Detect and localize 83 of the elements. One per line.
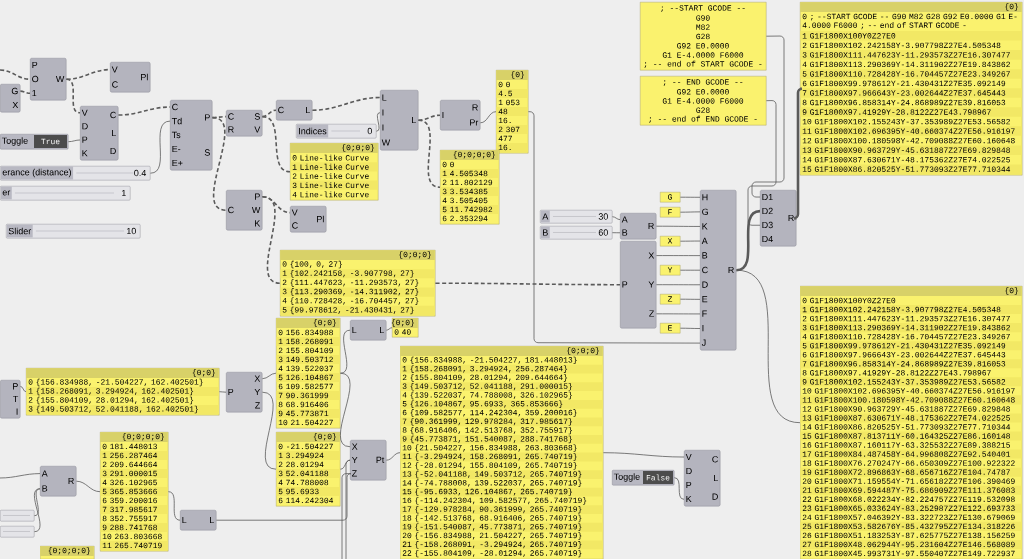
- wire: [262, 372, 277, 380]
- wire: [0, 69, 31, 80]
- wire: [751, 35, 785, 198]
- number-slider: Slider 10: [6, 224, 141, 239]
- component-box: V D P K C L D: [80, 106, 119, 161]
- wire: [216, 473, 352, 521]
- component-box: H G K A B C D E F I J R: [700, 190, 737, 351]
- wire: [33, 488, 41, 533]
- wire: [417, 119, 441, 188]
- component-box: V C Pl: [110, 62, 151, 93]
- wire: [20, 386, 27, 393]
- slider-bar: [0, 510, 35, 522]
- wire: [211, 116, 227, 211]
- component-box: A B R: [40, 466, 77, 497]
- component-box: C R S V: [226, 110, 263, 137]
- wire: [340, 329, 351, 374]
- component-box: C Td Ts E- E+ P S: [170, 100, 213, 171]
- wire: [434, 282, 621, 286]
- number-slider: A 30: [540, 210, 613, 224]
- wire: [261, 195, 281, 284]
- component-box: V D P K C L D: [684, 450, 721, 507]
- component-box: I R Pr: [440, 100, 481, 131]
- wire: [261, 115, 291, 173]
- wire: [656, 313, 701, 315]
- wire: [792, 87, 804, 220]
- wire: [612, 216, 621, 220]
- component-box: A B R: [620, 213, 657, 240]
- wire: [168, 491, 181, 521]
- slider-bar: [0, 526, 35, 538]
- component-box: P O 1 W: [30, 58, 67, 101]
- wire: [19, 90, 31, 95]
- wire: [65, 68, 111, 80]
- wire: [311, 96, 381, 111]
- wire: [736, 209, 761, 272]
- number-slider: er 1: [0, 186, 131, 201]
- component-box: L L: [350, 320, 387, 341]
- wire: [656, 284, 701, 286]
- wire: [219, 391, 227, 393]
- wire: [376, 112, 381, 132]
- wire: [417, 114, 441, 121]
- wire: [345, 459, 351, 559]
- number-slider: erance (distance) 0.4: [0, 166, 151, 181]
- wire: [261, 109, 277, 118]
- wire: [736, 269, 801, 424]
- wire: [480, 111, 497, 124]
- wire: [150, 120, 171, 174]
- component-box: X Y Z Pt: [350, 440, 387, 481]
- number-slider: Indices 0: [296, 124, 377, 139]
- wire: [674, 477, 685, 500]
- component-box: D1 D2 D3 D4 R: [760, 190, 797, 247]
- wire: [34, 488, 41, 517]
- component-box: P X Y Z: [620, 241, 657, 329]
- wire: [656, 225, 701, 227]
- component-box: V C Pl: [290, 206, 327, 233]
- wire: [262, 391, 277, 470]
- wire: [341, 473, 351, 559]
- wire: [76, 480, 101, 493]
- component-box: L L: [180, 510, 217, 531]
- wire: [386, 327, 393, 331]
- wire: [386, 452, 401, 461]
- wire: [680, 269, 701, 271]
- component-box: P T I: [0, 380, 21, 419]
- component-box: C P W K: [226, 190, 263, 231]
- wire: [680, 211, 701, 213]
- wire: [65, 78, 81, 114]
- wire: [68, 139, 81, 143]
- wire: [656, 255, 701, 256]
- wire: [211, 115, 227, 119]
- wire: [680, 327, 701, 329]
- wire: [612, 232, 621, 234]
- wire: [680, 298, 701, 300]
- component-box: G X: [0, 84, 21, 113]
- number-slider: B 60: [540, 226, 613, 240]
- component-box: P X Y Z: [226, 372, 263, 413]
- wire: [0, 473, 41, 479]
- wire: [680, 240, 701, 242]
- wire: [339, 372, 351, 448]
- wire: [603, 452, 685, 458]
- component-box: C L: [276, 100, 313, 121]
- wire: [747, 100, 777, 226]
- wire: [680, 196, 701, 198]
- wire: [117, 106, 171, 116]
- component-box: L I I W L: [380, 90, 419, 151]
